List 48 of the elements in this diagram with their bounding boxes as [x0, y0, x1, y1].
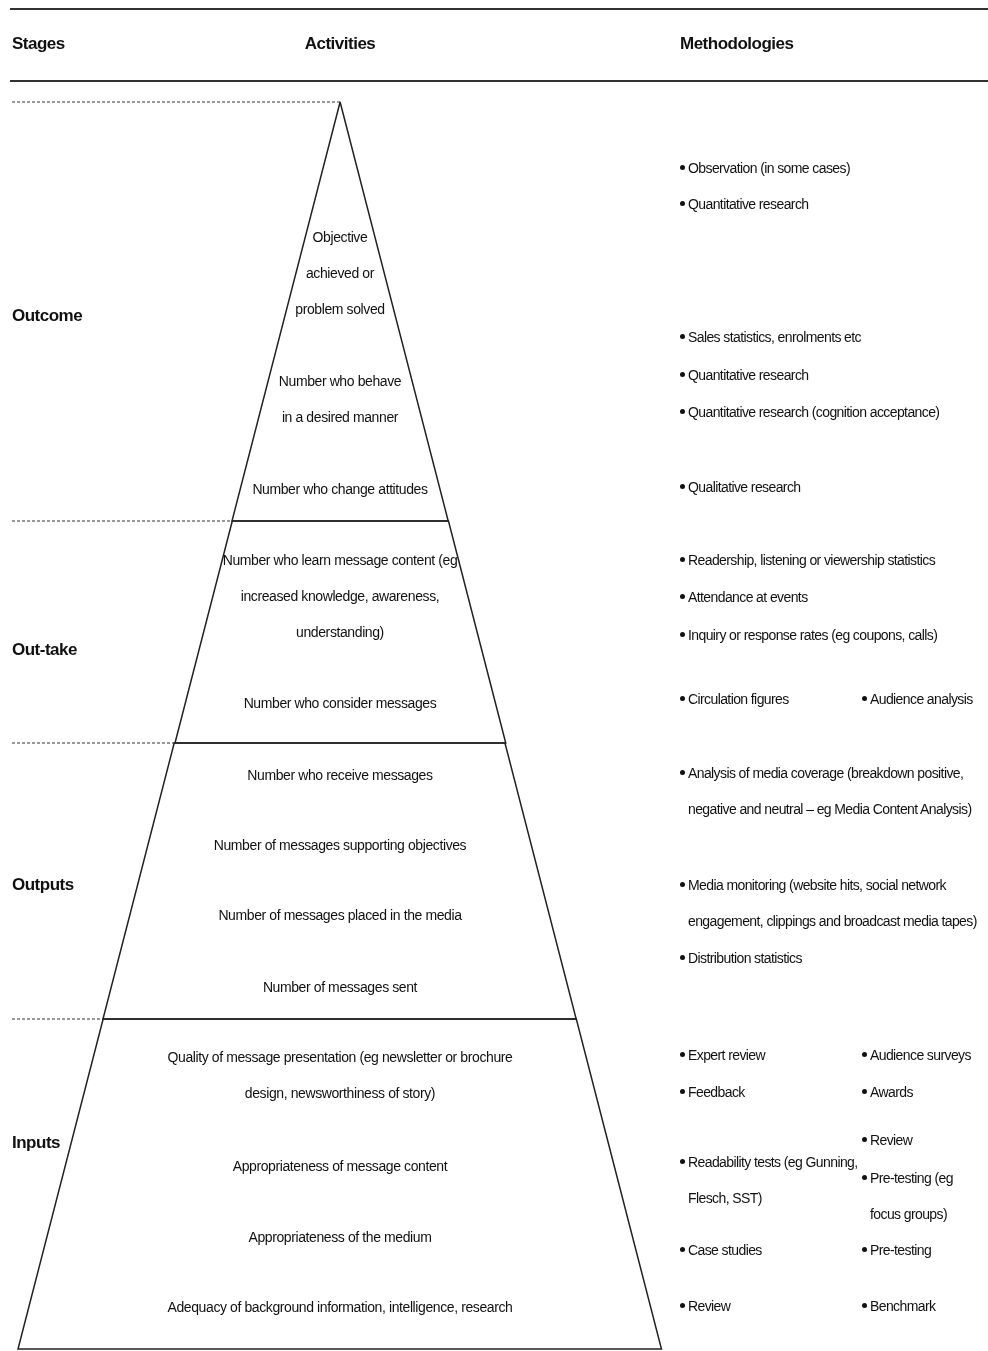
methodology-text: Media monitoring (website hits, social network engagement, clippings and broadcast media tapes) — [688, 876, 978, 931]
stage-label: Inputs — [12, 1132, 60, 1154]
activity-text: Appropriateness of message content — [231, 1157, 449, 1176]
stage-label: Out-take — [12, 639, 77, 661]
stage-label: Outcome — [12, 305, 83, 327]
methodology-text: Benchmark — [870, 1297, 937, 1316]
methodology-text: Review — [688, 1297, 732, 1316]
activity-text: Number who behave in a desired manner — [277, 372, 403, 427]
methodology-text: Circulation figures — [688, 690, 790, 709]
methodology-text: Case studies — [688, 1241, 763, 1260]
activity-text: Quality of message presentation (eg newsletter or brochure design, newsworthiness of story) — [166, 1048, 514, 1103]
methodology-text: Feedback — [688, 1083, 746, 1102]
methodology-text: Distribution statistics — [688, 949, 803, 968]
activity-text: Number of messages supporting objectives — [212, 836, 468, 855]
methodology-text: Review — [870, 1131, 914, 1150]
methodology-text: Audience surveys — [870, 1046, 972, 1065]
column-header: Activities — [304, 33, 376, 55]
methodology-text: Quantitative research (cognition acceptance) — [688, 403, 941, 422]
methodology-text: Quantitative research — [688, 366, 810, 385]
methodology-text: Readership, listening or viewership statistics — [688, 551, 937, 570]
methodology-text: Pre-testing (eg focus groups) — [870, 1169, 954, 1224]
methodology-text: Readability tests (eg Gunning, Flesch, SST) — [688, 1153, 859, 1208]
pyramid-tier — [103, 743, 577, 1019]
activity-text: Number of messages placed in the media — [217, 906, 463, 925]
activity-text: Objective achieved or problem solved — [294, 228, 386, 319]
methodology-text: Inquiry or response rates (eg coupons, calls) — [688, 626, 939, 645]
pyramid-tier — [231, 102, 449, 521]
methodology-text: Sales statistics, enrolments etc — [688, 328, 862, 347]
activity-text: Adequacy of background information, intelligence, research — [166, 1298, 514, 1317]
stage-label: Outputs — [12, 874, 74, 896]
methodology-text: Quantitative research — [688, 195, 810, 214]
methodology-text: Analysis of media coverage (breakdown positive, negative and neutral – eg Media Content Analysis) — [688, 764, 973, 819]
activity-text: Number who learn message content (eg increased knowledge, awareness, understanding) — [221, 551, 459, 642]
activity-text: Number of messages sent — [261, 978, 419, 997]
pyramid-tier — [174, 521, 506, 743]
methodology-text: Audience analysis — [870, 690, 974, 709]
methodology-text: Observation (in some cases) — [688, 159, 851, 178]
methodology-text: Attendance at events — [688, 588, 809, 607]
column-header: Methodologies — [680, 33, 794, 55]
methodology-text: Qualitative research — [688, 478, 802, 497]
methodology-text: Pre-testing — [870, 1241, 933, 1260]
column-header: Stages — [12, 33, 65, 55]
activity-text: Number who receive messages — [246, 766, 434, 785]
methodology-text: Expert review — [688, 1046, 767, 1065]
activity-text: Number who change attitudes — [251, 480, 429, 499]
activity-text: Appropriateness of the medium — [247, 1228, 433, 1247]
methodology-text: Awards — [870, 1083, 914, 1102]
activity-text: Number who consider messages — [242, 694, 438, 713]
